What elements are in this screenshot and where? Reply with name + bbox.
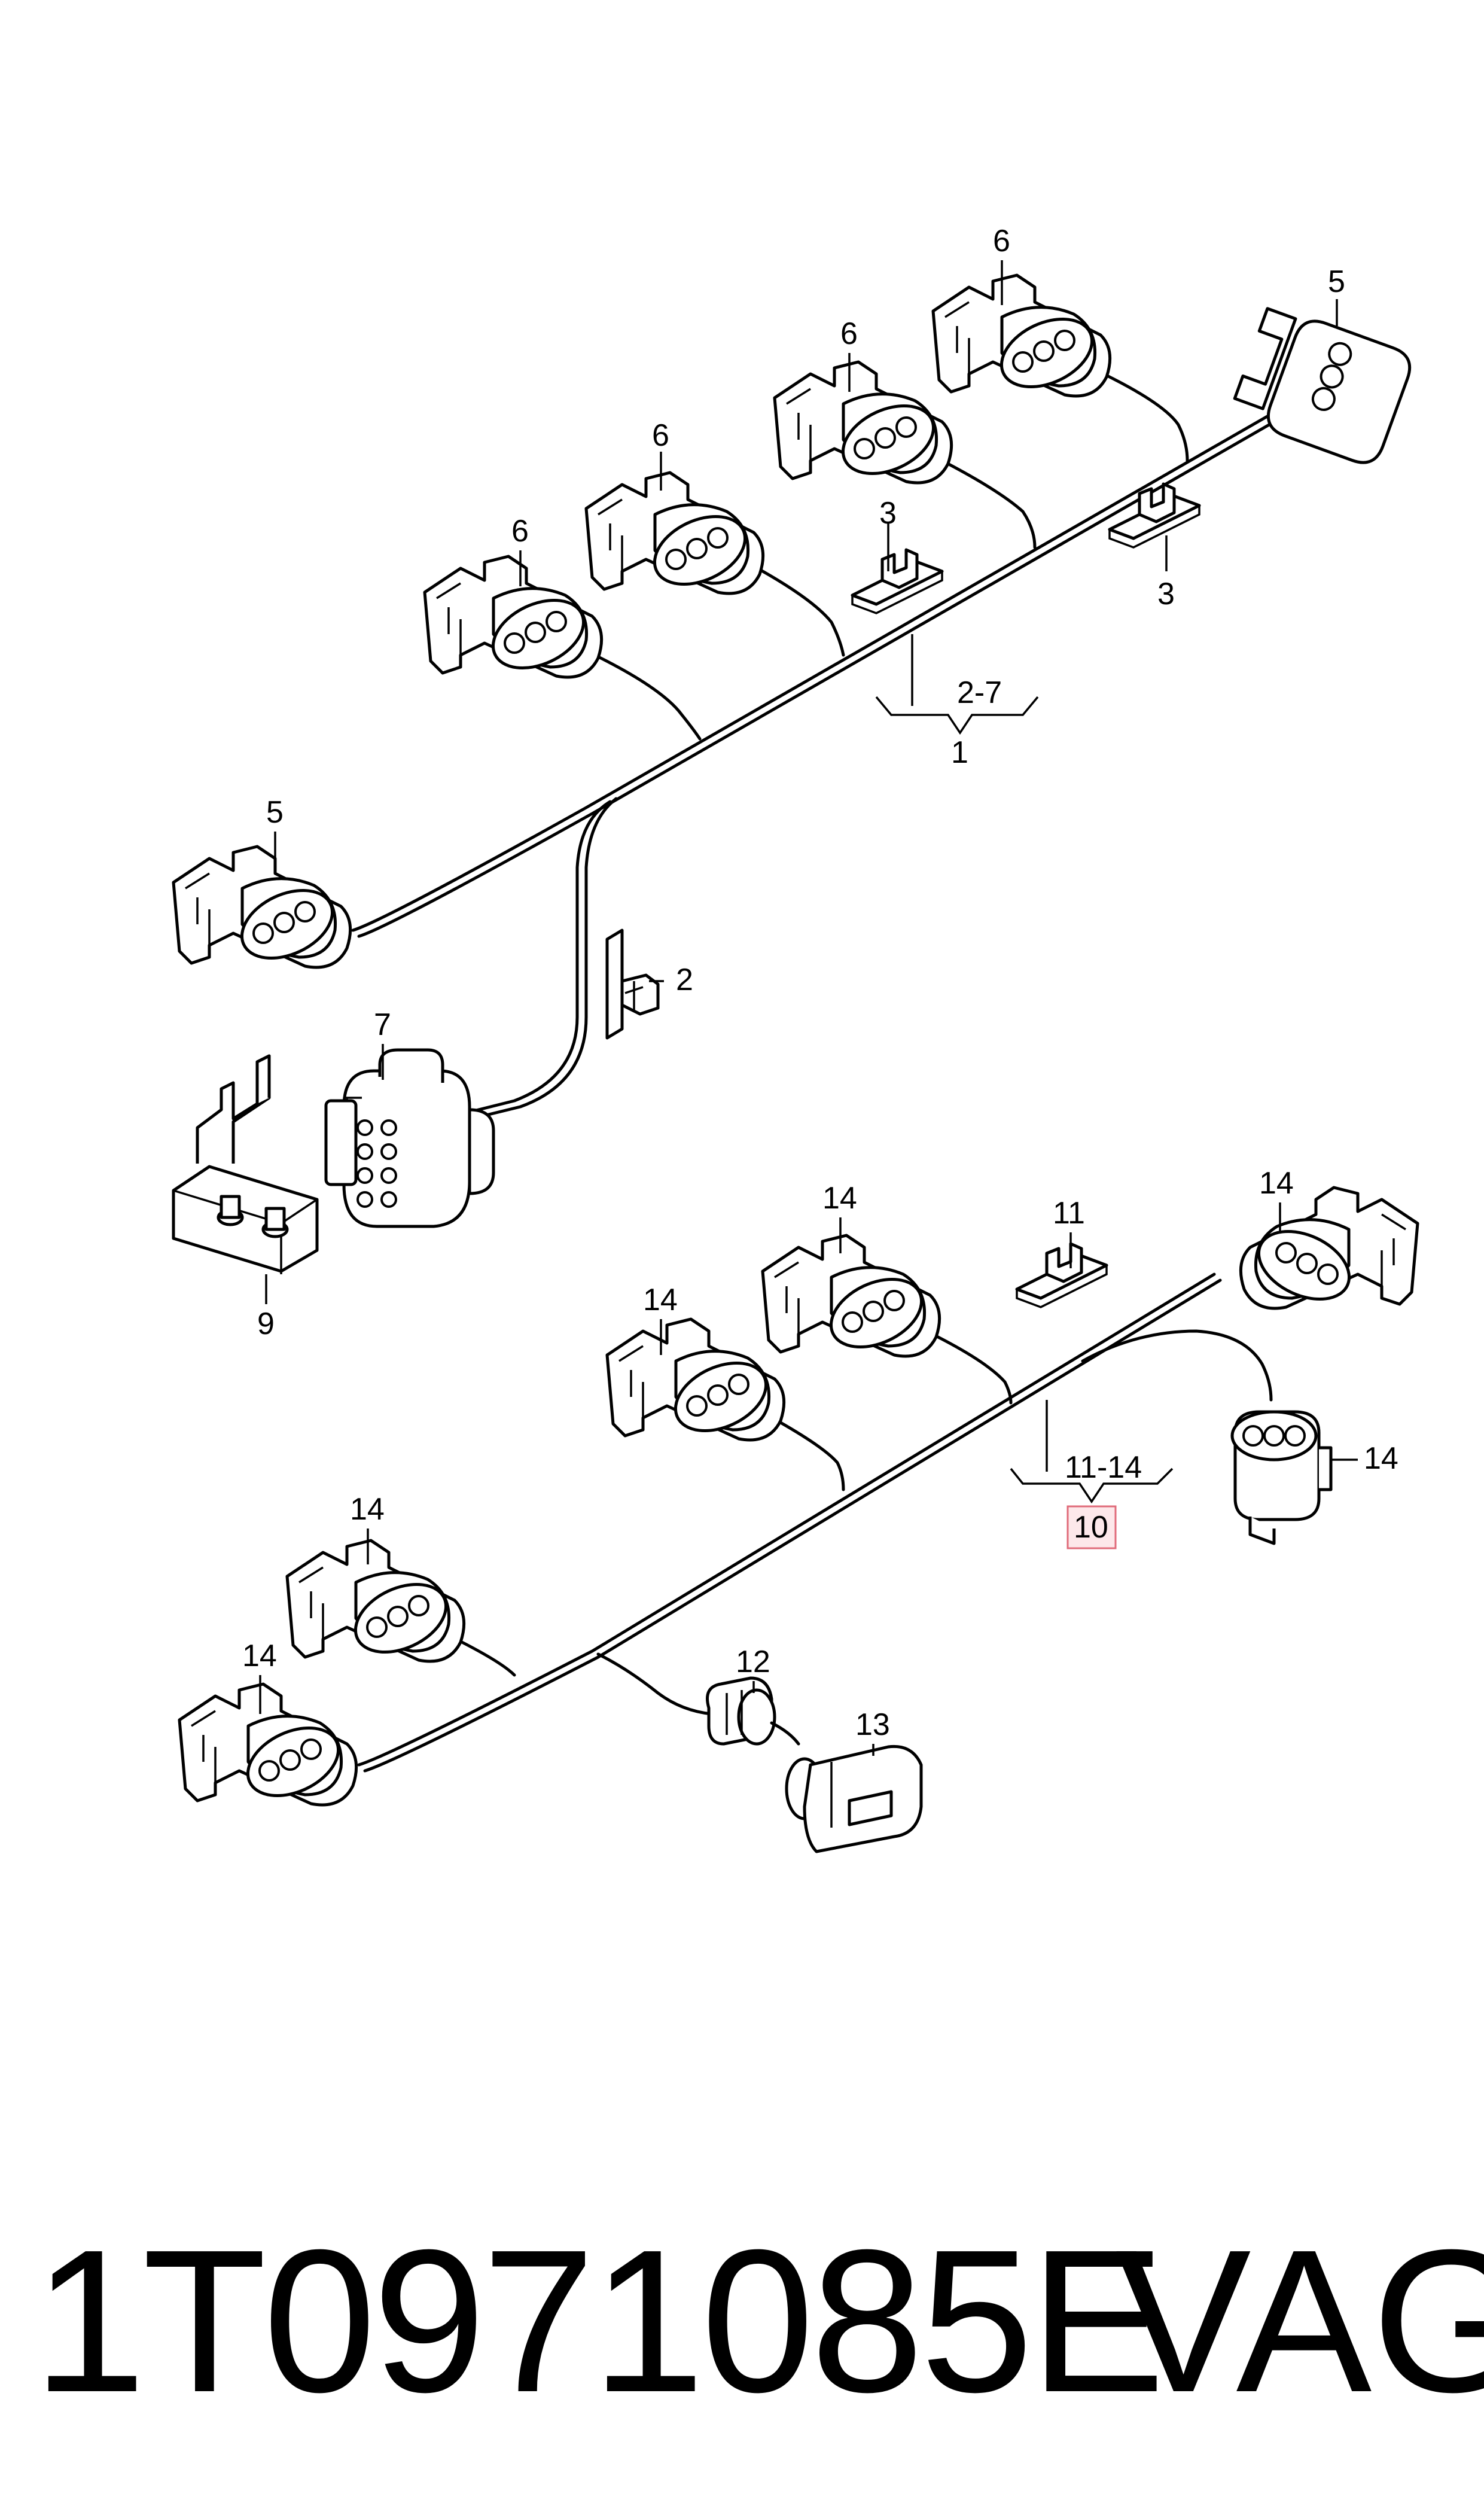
connector-7 bbox=[324, 1048, 495, 1228]
callout-14-b: 14 bbox=[350, 1492, 385, 1527]
connector-6-a bbox=[425, 556, 602, 681]
connector-14-a bbox=[179, 1684, 356, 1809]
callout-14-e: 14 bbox=[1259, 1166, 1294, 1201]
callout-labels: 6 5 6 6 6 3 3 2-7 1 5 2 7 9 14 11 14 14 … bbox=[242, 224, 1398, 1742]
connector-14-c bbox=[607, 1319, 784, 1444]
connector-6-b bbox=[586, 473, 763, 598]
callout-14-d: 14 bbox=[822, 1181, 857, 1216]
connector-6-c bbox=[775, 362, 952, 487]
plug-13 bbox=[770, 1721, 923, 1853]
callout-2: 2 bbox=[676, 963, 693, 997]
callout-12: 12 bbox=[736, 1645, 770, 1679]
clip-3-center bbox=[852, 550, 942, 613]
callout-6-d: 6 bbox=[993, 224, 1010, 258]
callout-6-b: 6 bbox=[652, 418, 669, 453]
brand-name: VAG bbox=[1116, 2208, 1484, 2435]
clip-3-right bbox=[1110, 484, 1199, 547]
connector-5-right bbox=[1233, 307, 1412, 464]
connector-6-d bbox=[933, 275, 1110, 400]
clip-11 bbox=[1017, 1244, 1107, 1307]
connector-5-left bbox=[173, 847, 351, 972]
callout-11-14-range: 11-14 bbox=[1065, 1450, 1142, 1485]
callout-1: 1 bbox=[951, 735, 968, 770]
callout-14-a: 14 bbox=[242, 1639, 277, 1673]
callout-9: 9 bbox=[257, 1307, 275, 1341]
callout-5-right: 5 bbox=[1328, 264, 1345, 299]
callout-10-highlight bbox=[1066, 1505, 1117, 1549]
lower-harness bbox=[357, 1272, 1273, 1773]
connector-14-f bbox=[1230, 1410, 1333, 1545]
connector-14-b bbox=[287, 1540, 464, 1666]
callout-13: 13 bbox=[855, 1707, 890, 1742]
bracket-9 bbox=[172, 1054, 319, 1274]
callout-10: 10 bbox=[1074, 1510, 1108, 1545]
leader-lines bbox=[259, 260, 1358, 1756]
connector-14-d bbox=[763, 1235, 940, 1360]
callout-3-right: 3 bbox=[1157, 577, 1175, 611]
holder-2 bbox=[605, 928, 660, 1040]
callout-11: 11 bbox=[1053, 1196, 1085, 1231]
wiring-harness-diagram: 6 5 6 6 6 3 3 2-7 1 5 2 7 9 14 11 14 14 … bbox=[172, 224, 1484, 1853]
callout-7: 7 bbox=[374, 1007, 391, 1042]
callout-3-center: 3 bbox=[879, 496, 897, 531]
part-number: 1T0971085E bbox=[33, 2208, 1165, 2435]
connector-14-e bbox=[1241, 1188, 1418, 1313]
callout-6-a: 6 bbox=[511, 514, 529, 549]
grommet-12 bbox=[706, 1676, 776, 1746]
upper-harness bbox=[351, 354, 1318, 1122]
callout-6-c: 6 bbox=[840, 316, 858, 351]
callout-2-7-range: 2-7 bbox=[957, 675, 1002, 710]
callout-5-left: 5 bbox=[266, 795, 284, 830]
callout-14-f: 14 bbox=[1364, 1441, 1398, 1476]
callout-14-c: 14 bbox=[643, 1283, 678, 1317]
